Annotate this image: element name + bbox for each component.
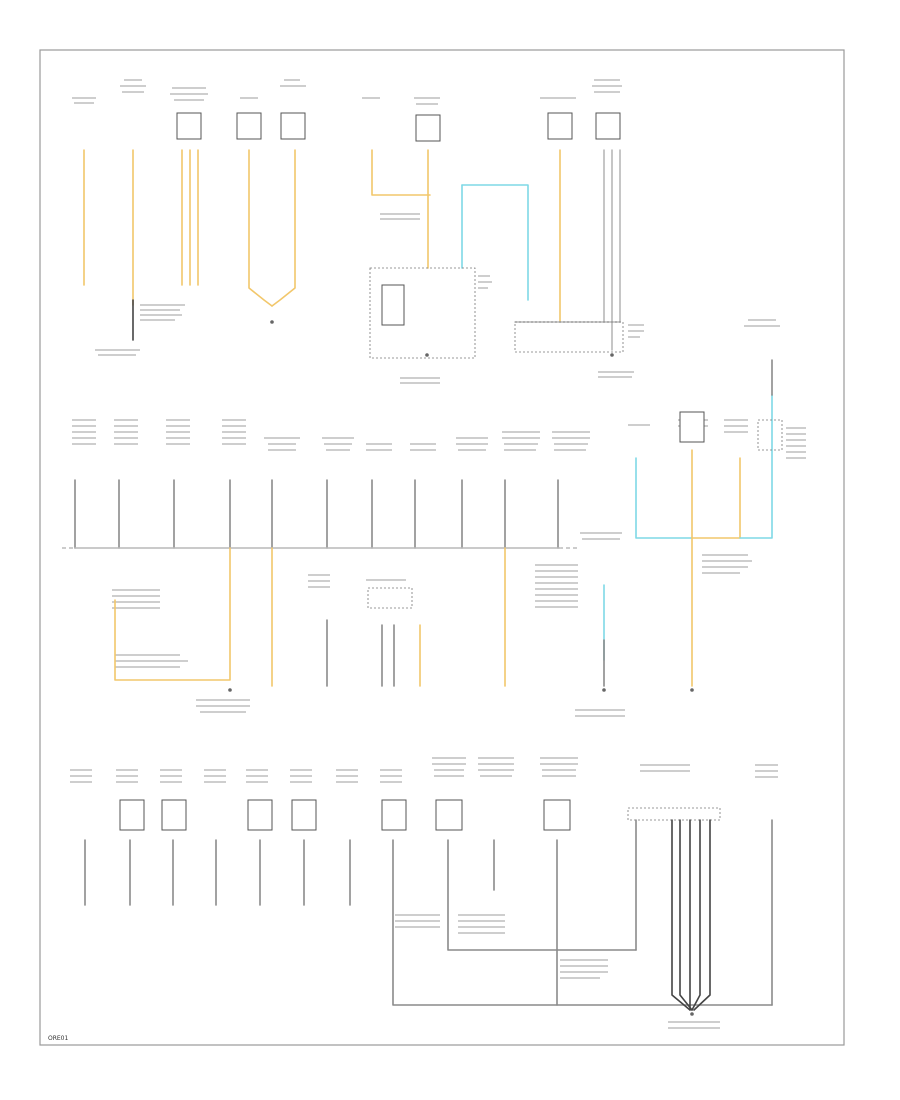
bottom-wires — [84, 819, 773, 1011]
ground-point — [602, 688, 606, 692]
connector-box — [627, 807, 721, 821]
ground-point — [610, 353, 614, 357]
top-wires — [83, 149, 621, 351]
component-box — [679, 411, 705, 443]
component-box — [595, 112, 621, 140]
ground-point — [270, 320, 274, 324]
ground-point — [690, 688, 694, 692]
component-box — [381, 284, 405, 326]
middle-module-wires — [74, 479, 561, 549]
middle-section — [62, 359, 806, 717]
diagram-frame — [39, 49, 845, 1046]
component-box — [415, 114, 441, 142]
connector-box — [514, 321, 624, 353]
component-box — [280, 112, 306, 140]
bottom-labels — [70, 757, 778, 1029]
component-box — [161, 799, 187, 831]
component-box — [435, 799, 463, 831]
ground-point — [690, 1012, 694, 1016]
component-box — [543, 799, 571, 831]
connector-box — [367, 587, 413, 609]
middle-labels — [72, 419, 806, 717]
component-box — [236, 112, 262, 140]
middle-lower-wires — [114, 359, 773, 687]
bottom-section — [70, 757, 778, 1029]
ground-point — [425, 353, 429, 357]
diagram-code: ORE01 — [48, 1035, 69, 1042]
component-box — [176, 112, 202, 140]
top-section — [72, 79, 780, 384]
component-box — [247, 799, 273, 831]
connector-box — [369, 267, 476, 359]
component-box — [381, 799, 407, 831]
component-box — [291, 799, 317, 831]
component-box — [119, 799, 145, 831]
component-box — [547, 112, 573, 140]
connector-box — [757, 419, 783, 451]
top-labels — [72, 79, 780, 384]
ground-point — [228, 688, 232, 692]
